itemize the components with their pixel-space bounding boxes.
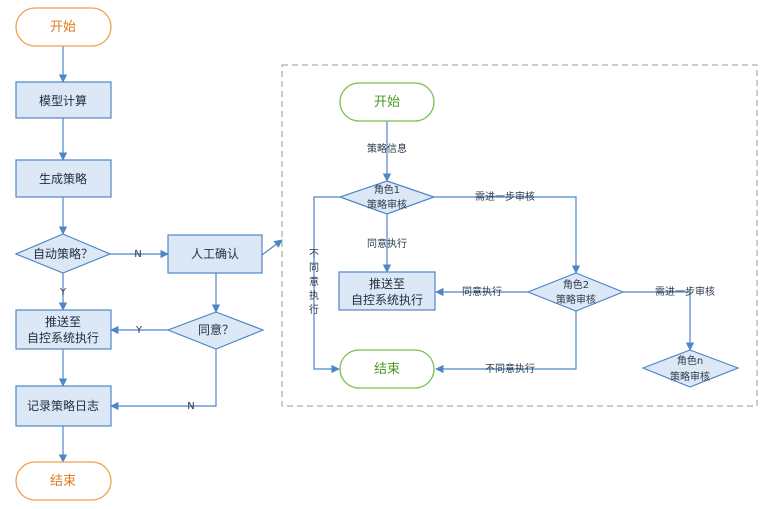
left-end-label: 结束 (50, 474, 76, 489)
review-panel-border (281, 64, 758, 407)
disagree-exec-2-label: 不同意执行 (485, 362, 535, 375)
push-label-2: 自控系统执行 (27, 331, 99, 345)
right-end-label: 结束 (374, 362, 400, 377)
role2-label-2: 策略审核 (556, 293, 596, 306)
disagree-vertical-char: 执 (309, 289, 319, 302)
model-calc-label: 模型计算 (39, 93, 87, 108)
left-flow: 开始 模型计算 生成策略 自动策略？ 推送至 自控系统执行 记录策略日志 结束 … (14, 7, 283, 501)
disagree-vertical-char: 不 (309, 249, 319, 260)
left-end-node (15, 461, 112, 501)
right-end-node (339, 349, 435, 389)
right-start-label: 开始 (374, 95, 400, 110)
disagree-vertical-char: 行 (309, 303, 319, 316)
edge-label-n1: N (134, 249, 141, 260)
rolen-decision (641, 349, 740, 388)
agree-decision (166, 311, 265, 350)
edge-label-y2: Y (135, 325, 143, 336)
arrow-manual-to-panel (261, 239, 283, 256)
strategy-info-label: 策略信息 (367, 142, 407, 155)
role2-decision (526, 272, 625, 312)
agree-exec-1-label: 同意执行 (367, 237, 407, 250)
right-push-label-1: 推送至 (369, 276, 405, 291)
role1-decision (338, 180, 436, 215)
need-review-1-label: 需进一步审核 (475, 190, 535, 203)
arrow-role1-to-end (313, 196, 340, 374)
right-push-label-2: 自控系统执行 (351, 293, 423, 307)
need-review-2-label: 需进一步审核 (655, 285, 715, 298)
role1-label-2: 策略审核 (367, 198, 407, 211)
rolen-label-2: 策略审核 (670, 370, 710, 383)
disagree-vertical-char: 意 (309, 275, 319, 288)
gen-strategy-node (15, 159, 112, 198)
agree-exec-2-label: 同意执行 (462, 285, 502, 298)
push-node (15, 309, 112, 350)
manual-confirm-node (167, 234, 263, 274)
right-start-node (339, 82, 435, 122)
left-start-label: 开始 (50, 20, 76, 35)
left-start-node (15, 7, 112, 47)
arrow-role2-to-rolen (623, 291, 695, 351)
log-node (15, 385, 112, 427)
manual-confirm-label: 人工确认 (191, 247, 239, 261)
edge-label-y1: Y (59, 287, 67, 298)
edge-label-n2: N (187, 401, 194, 412)
disagree-vertical-char: 同 (309, 262, 319, 274)
model-calc-node (15, 81, 112, 119)
arrow-agree-to-log (110, 349, 217, 411)
push-label-1: 推送至 (45, 314, 81, 329)
right-push-node (338, 271, 436, 311)
arrow-role2-to-end (435, 311, 577, 374)
agree-label: 同意？ (198, 322, 234, 337)
arrow-role1-to-role2 (434, 196, 581, 274)
auto-strategy-decision (14, 233, 112, 274)
rolen-label-1: 角色n (677, 354, 703, 367)
role1-label-1: 角色1 (374, 183, 400, 196)
auto-strategy-label: 自动策略？ (33, 246, 93, 261)
gen-strategy-label: 生成策略 (39, 171, 87, 186)
log-label: 记录策略日志 (27, 398, 99, 413)
role2-label-1: 角色2 (563, 278, 589, 291)
review-panel: 开始 角色1 策略审核 推送至 自控系统执行 角色2 策略审核 结束 角色n 策… (281, 64, 758, 407)
